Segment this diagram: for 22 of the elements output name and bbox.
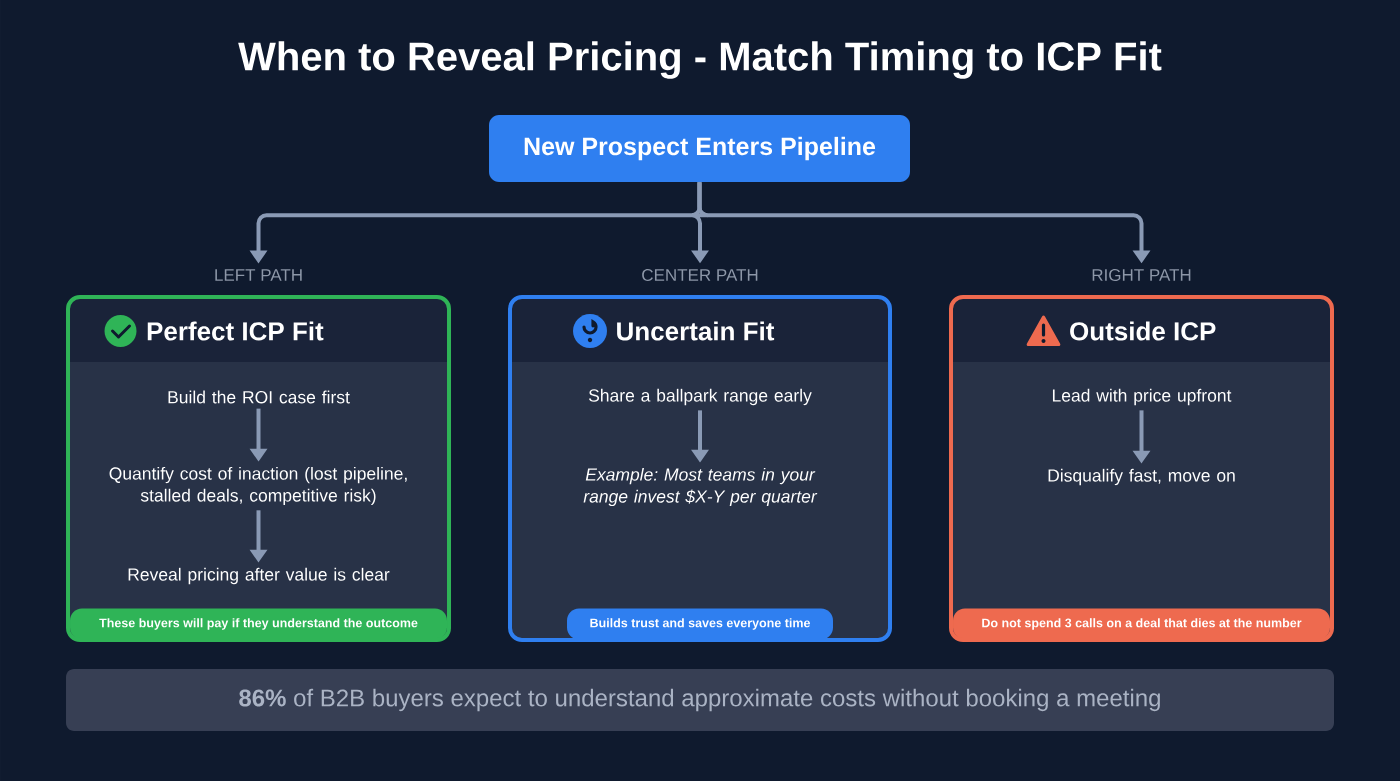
step-text: Example: Most teams in your range invest $X-Y per quarter bbox=[583, 467, 818, 507]
start-box: New Prospect Enters Pipeline bbox=[489, 115, 910, 182]
step-text: Disqualify fast, move on bbox=[1048, 468, 1235, 486]
step-text: Quantify cost of inaction (lost pipeline, stalled deals, competitive risk) bbox=[109, 466, 407, 506]
step-text: Lead with price upfront bbox=[1052, 388, 1232, 406]
node-label: Builds trust and saves everyone time bbox=[590, 618, 811, 630]
node-label: These buyers will pay if they understand the outcome bbox=[99, 618, 418, 630]
path-label: CENTER PATH bbox=[642, 269, 758, 281]
note-banner: Do not spend 3 calls on a deal that dies at the number bbox=[953, 608, 1330, 640]
path-label: LEFT PATH bbox=[215, 269, 302, 281]
note-banner: These buyers will pay if they understand the outcome bbox=[70, 608, 447, 640]
step-text: Share a ballpark range early bbox=[588, 388, 812, 406]
node-label: Do not spend 3 calls on a deal that dies at the number bbox=[982, 618, 1302, 630]
title: When to Reveal Pricing - Match Timing to ICP Fit bbox=[238, 41, 1162, 79]
path-label: RIGHT PATH bbox=[1092, 269, 1191, 281]
step-text: Build the ROI case first bbox=[168, 390, 350, 404]
card-heading: Perfect ICP Fit bbox=[147, 321, 324, 341]
card-heading: Outside ICP bbox=[1070, 321, 1216, 341]
step-text: Reveal pricing after value is clear bbox=[128, 567, 390, 585]
statistic-banner: 86% of B2B buyers expect to understand approximate costs without booking a meeting bbox=[66, 669, 1334, 731]
card-heading: Uncertain Fit bbox=[617, 321, 775, 341]
note-banner: Builds trust and saves everyone time bbox=[567, 608, 833, 640]
